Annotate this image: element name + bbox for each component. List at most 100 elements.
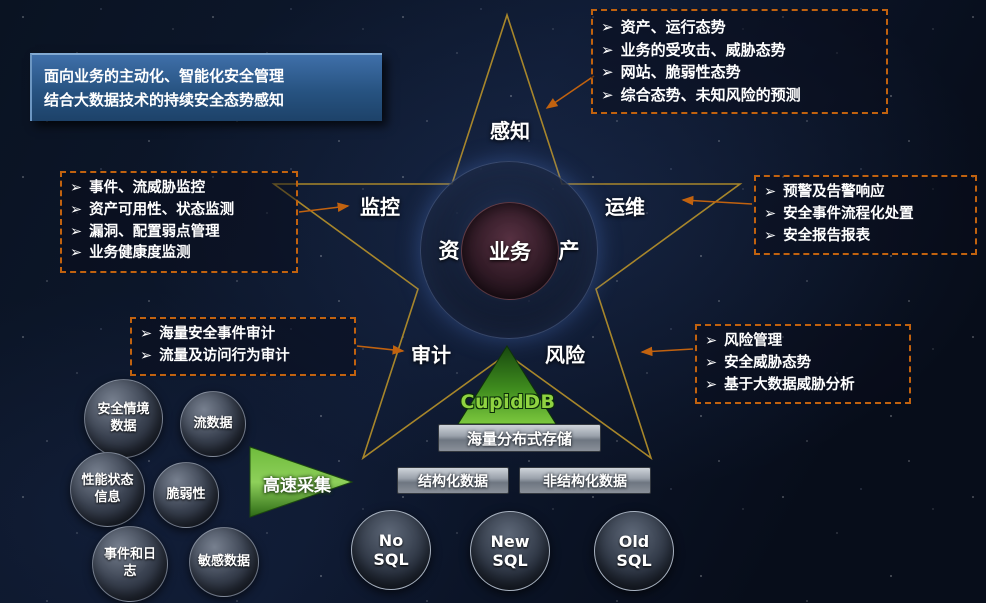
list-item: ➢ 预警及告警响应: [764, 182, 967, 204]
callout-text: 漏洞、配置弱点管理: [89, 223, 220, 240]
bubble-label: 流数据: [193, 415, 233, 431]
bullet-icon: ➢: [601, 18, 614, 36]
list-item: ➢ 资产、运行态势: [601, 16, 878, 39]
bubble-sensitive-data: 敏感数据: [189, 527, 259, 597]
list-item: ➢ 安全事件流程化处置: [764, 204, 967, 226]
asset-business-circle: 资 业务 产: [420, 161, 598, 339]
list-item: ➢ 业务健康度监测: [70, 243, 288, 265]
callout-risk: ➢ 风险管理 ➢ 安全威胁态势 ➢ 基于大数据威胁分析: [695, 324, 911, 405]
banner-line2: 结合大数据技术的持续安全态势感知: [44, 91, 285, 109]
bullet-icon: ➢: [601, 85, 614, 104]
arrow-to-monitor: [298, 202, 350, 213]
callout-text: 网站、脆弱性态势: [620, 63, 741, 81]
label-asset-right: 产: [558, 239, 580, 263]
bullet-icon: ➢: [140, 347, 153, 364]
bullet-icon: ➢: [70, 223, 83, 240]
callout-text: 资产可用性、状态监测: [89, 201, 235, 218]
callout-text: 流量及访问行为审计: [159, 347, 290, 364]
callout-perceive: ➢ 资产、运行态势 ➢ 业务的受攻击、威胁态势 ➢ 网站、脆弱性态势 ➢综合态势、未知…: [591, 9, 888, 114]
storage-box-label: 海量分布式存储: [466, 429, 572, 448]
star-point-audit: 审计: [411, 343, 451, 367]
bullet-icon: ➢: [70, 201, 83, 218]
business-core-circle: 业务: [461, 202, 559, 300]
list-item: ➢ 漏洞、配置弱点管理: [70, 222, 288, 244]
cupiddb-label: CupidDB: [460, 391, 556, 413]
list-item: ➢ 安全威胁态势: [705, 353, 901, 375]
bullet-icon: ➢: [705, 376, 718, 393]
nosql-line1: No: [378, 530, 404, 550]
collect-right-arrow-icon: [249, 446, 354, 518]
nosql-circle: No SQL: [351, 510, 431, 590]
title-banner: 面向业务的主动化、智能化安全管理 结合大数据技术的持续安全态势感知: [30, 53, 382, 121]
bullet-icon: ➢: [764, 227, 777, 244]
label-business: 业务: [489, 240, 531, 264]
bubble-performance-status: 性能状态信息: [70, 452, 145, 527]
bullet-icon: ➢: [70, 245, 83, 262]
bubble-events-logs: 事件和日志: [92, 526, 168, 602]
bullet-icon: ➢: [601, 63, 614, 81]
structured-data-box: 结构化数据: [397, 467, 509, 494]
unstructured-box-label: 非结构化数据: [543, 473, 627, 490]
high-speed-collection-label: 高速采集: [263, 476, 331, 496]
list-item: ➢ 海量安全事件审计: [140, 324, 346, 346]
list-item: ➢ 风险管理: [705, 331, 901, 353]
bubble-label: 脆弱性: [166, 486, 206, 502]
bubble-stream-data: 流数据: [180, 391, 246, 457]
bubble-security-context-data: 安全情境数据: [84, 379, 163, 458]
callout-text: 业务的受攻击、威胁态势: [620, 40, 786, 59]
star-point-monitor: 监控: [360, 195, 400, 219]
star-point-perceive: 感知: [490, 119, 530, 143]
callout-text: 资产、运行态势: [620, 18, 726, 36]
arrow-to-audit: [356, 345, 405, 355]
list-item: ➢ 资产可用性、状态监测: [70, 200, 288, 222]
bullet-icon: ➢: [140, 326, 153, 342]
bullet-icon: ➢: [764, 184, 777, 200]
oldsql-line1: Old: [618, 531, 650, 551]
list-item: ➢ 网站、脆弱性态势: [601, 61, 878, 84]
bubble-label: 敏感数据: [197, 553, 250, 569]
bubble-label: 性能状态信息: [81, 472, 134, 505]
structured-box-label: 结构化数据: [418, 473, 488, 490]
callout-text: 安全威胁态势: [724, 354, 812, 371]
list-item: ➢ 流量及访问行为审计: [140, 346, 346, 368]
arrow-to-risk: [640, 346, 694, 357]
list-item: ➢ 业务的受攻击、威胁态势: [601, 39, 878, 62]
star-point-risk: 风险: [545, 343, 585, 367]
list-item: ➢ 基于大数据威胁分析: [705, 375, 901, 397]
bullet-icon: ➢: [705, 354, 718, 371]
callout-text: 安全事件流程化处置: [783, 205, 914, 222]
oldsql-circle: Old SQL: [594, 511, 674, 591]
callout-audit: ➢ 海量安全事件审计 ➢ 流量及访问行为审计: [130, 317, 356, 376]
callout-text: 事件、流威胁监控: [89, 180, 206, 196]
newsql-circle: New SQL: [470, 511, 550, 591]
callout-text: 基于大数据威胁分析: [724, 376, 855, 393]
callout-text: 海量安全事件审计: [159, 326, 276, 342]
bubble-label: 安全情境数据: [97, 401, 150, 434]
callout-ops: ➢ 预警及告警响应 ➢ 安全事件流程化处置 ➢ 安全报告报表: [754, 175, 977, 256]
list-item: ➢ 安全报告报表: [764, 226, 967, 248]
callout-monitor: ➢ 事件、流威胁监控 ➢ 资产可用性、状态监测 ➢ 漏洞、配置弱点管理 ➢ 业务健康度监…: [60, 171, 298, 273]
arrow-to-perceive: [545, 75, 595, 109]
bullet-icon: ➢: [705, 333, 718, 349]
distributed-storage-box: 海量分布式存储: [438, 424, 601, 452]
list-item: ➢综合态势、未知风险的预测: [601, 84, 878, 107]
nosql-line2: SQL: [373, 550, 409, 569]
bullet-icon: ➢: [764, 205, 777, 222]
oldsql-line2: SQL: [616, 551, 652, 570]
arrow-to-ops: [681, 195, 753, 206]
bubble-vulnerability: 脆弱性: [153, 462, 219, 528]
newsql-line2: SQL: [492, 551, 528, 570]
star-point-ops: 运维: [605, 195, 645, 219]
bullet-icon: ➢: [601, 40, 614, 59]
callout-text: 预警及告警响应: [783, 184, 885, 200]
unstructured-data-box: 非结构化数据: [519, 467, 651, 494]
callout-text: 安全报告报表: [783, 227, 871, 244]
callout-text: 业务健康度监测: [89, 245, 191, 262]
callout-text: 风险管理: [724, 333, 783, 349]
bullet-icon: ➢: [70, 180, 83, 196]
banner-line1: 面向业务的主动化、智能化安全管理: [44, 67, 285, 85]
bubble-label: 事件和日志: [103, 547, 156, 579]
newsql-line1: New: [490, 531, 530, 551]
